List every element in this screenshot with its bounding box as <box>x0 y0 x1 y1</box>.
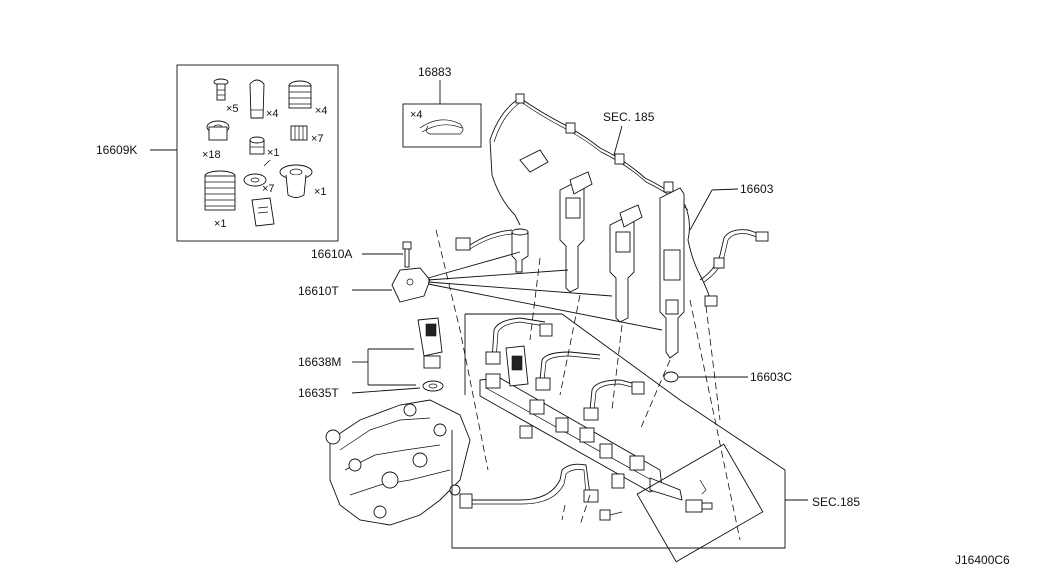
clip-group: 16883 ×4 <box>402 65 482 148</box>
kit-cap-icon <box>249 79 265 119</box>
bracket-bolt-callout: 16610A <box>311 247 352 261</box>
bracket-icon <box>391 267 431 303</box>
rail-bolt-icon <box>599 509 623 521</box>
injector-seal-callout: 16603C <box>750 370 792 384</box>
kit-qty-9: ×1 <box>214 218 227 230</box>
bracket-bolt-icon <box>402 241 412 268</box>
clip-qty: ×4 <box>410 109 423 121</box>
kit-clip-icon <box>243 159 271 187</box>
sec-185-top-callout: SEC. 185 <box>603 110 655 124</box>
leak-off-connector <box>455 229 513 251</box>
kit-qty-1: ×5 <box>226 103 239 115</box>
kit-bolt-icon <box>213 78 229 101</box>
return-line <box>699 229 769 307</box>
kit-cup-seal-icon <box>279 164 313 198</box>
kit-qty-6: ×7 <box>311 133 324 145</box>
injector-seal-group: 16603C <box>663 370 792 384</box>
kit-washer-icon <box>206 120 230 141</box>
bracket-group: 16610A 16610T <box>298 241 663 331</box>
fitting-icon <box>685 479 713 513</box>
kit-qty-8: ×1 <box>314 186 327 198</box>
clip-callout: 16883 <box>418 65 452 79</box>
injector-2 <box>559 171 593 293</box>
fuel-pump <box>325 399 471 526</box>
sensor-seal-callout: 16635T <box>298 386 339 400</box>
bracket-callout: 16610T <box>298 284 339 298</box>
kit-tag-icon <box>251 197 275 227</box>
sec-185-bottom-callout: SEC.185 <box>812 495 860 509</box>
kit-qty-2: ×4 <box>266 108 279 120</box>
injector-3 <box>609 204 643 323</box>
fuel-rail <box>479 345 683 501</box>
kit-threaded-nut-icon <box>288 80 312 109</box>
kit-qty-4: ×18 <box>202 149 221 161</box>
injector-callout: 16603 <box>740 182 774 196</box>
diagram-code: J16400C6 <box>955 553 1010 567</box>
rail-sensor-icon <box>505 345 529 387</box>
sensor-group: 16638M 16635T <box>298 317 444 400</box>
sensor-callout: 16638M <box>298 355 341 369</box>
kit-knurled-nut-icon <box>290 125 308 141</box>
sensor-seal-icon <box>422 380 444 392</box>
kit-bellows-icon <box>204 170 236 211</box>
kit-box: 16609K ×5 ×4 ×4 ×18 <box>96 64 339 242</box>
kit-qty-5: ×1 <box>267 147 280 159</box>
high-pressure-lines <box>459 317 645 521</box>
injector-1 <box>511 228 529 273</box>
pressure-sensor-icon <box>417 317 443 369</box>
injector-harness: SEC. 185 <box>489 93 713 306</box>
sec-185-frame: SEC.185 <box>451 313 860 563</box>
kit-qty-3: ×4 <box>315 105 328 117</box>
kit-small-nut-icon <box>249 136 265 155</box>
kit-qty-7: ×7 <box>262 183 275 195</box>
dashed-leaders <box>435 229 741 541</box>
kit-callout: 16609K <box>96 143 137 157</box>
injector-callout-group: 16603 <box>689 182 774 231</box>
injector-4 <box>659 187 685 359</box>
